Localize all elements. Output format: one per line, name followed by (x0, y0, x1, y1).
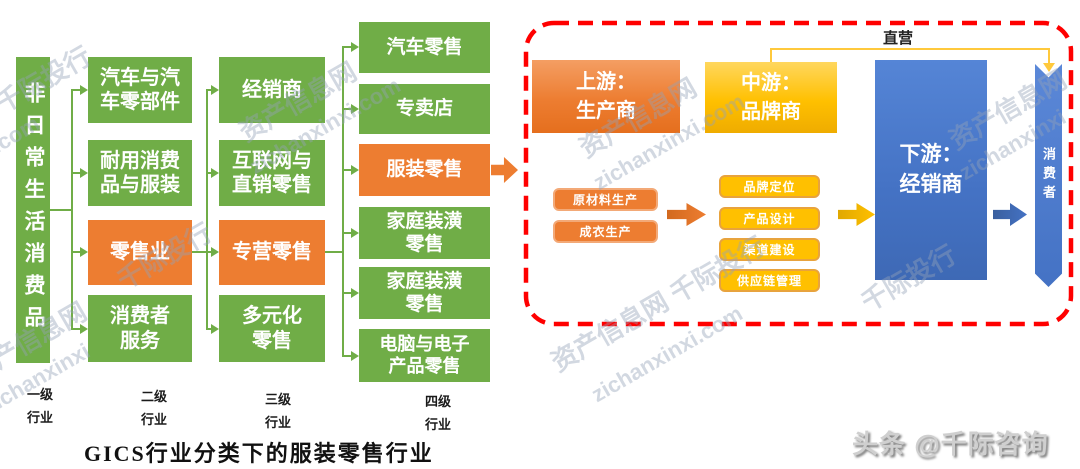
arrow-apparel-to-chain (491, 157, 518, 183)
direct-line-left-drop (770, 48, 772, 63)
pill-channel-building: 渠道建设 (719, 238, 820, 261)
connector-l3-stub (325, 251, 343, 253)
bar-consumers: 消费者 (1035, 64, 1062, 287)
connector-l2-b2 (206, 172, 212, 174)
connector-l1-b3 (71, 251, 80, 253)
connector-l3-b1 (342, 46, 351, 48)
box-specialty-retail: 专营零售 (219, 220, 325, 285)
connector-l2-b3 (206, 251, 212, 253)
pill-garment-production: 成衣生产 (553, 220, 658, 243)
pill-supply-chain-management: 供应链管理 (719, 269, 820, 292)
connector-l3-b5 (342, 292, 351, 294)
connector-l2-stub (192, 251, 207, 253)
direct-line-top (770, 48, 1050, 50)
box-retailing: 零售业 (88, 220, 192, 285)
connector-l1-b4 (71, 328, 80, 330)
box-diversified-retail: 多元化 零售 (219, 295, 325, 362)
label-level-3: 三级 行业 (264, 392, 291, 430)
connector-l1-b2 (71, 172, 80, 174)
box-auto-and-components: 汽车与汽 车零部件 (88, 57, 192, 123)
box-apparel-retail: 服装零售 (359, 144, 490, 196)
box-specialty-stores: 专卖店 (359, 84, 490, 134)
pill-brand-positioning: 品牌定位 (719, 175, 820, 198)
connector-l3-trunk (342, 47, 344, 356)
pill-product-design: 产品设计 (719, 207, 820, 230)
pill-raw-material-production: 原材料生产 (553, 188, 658, 211)
direct-sales-label: 直营 (883, 30, 914, 47)
box-computer-electronics-retail: 电脑与电子 产品零售 (359, 329, 490, 382)
box-durables-and-apparel: 耐用消费 品与服装 (88, 140, 192, 206)
connector-l2-b4 (206, 328, 212, 330)
label-level-4: 四级 行业 (424, 394, 451, 432)
direct-arrowhead-icon (1043, 63, 1055, 72)
dashed-boundary (523, 20, 1074, 327)
box-auto-retail: 汽车零售 (359, 22, 490, 73)
connector-l1-trunk (71, 89, 73, 330)
diagram-caption: GICS行业分类下的服装零售行业 (84, 441, 434, 466)
box-distributors: 经销商 (219, 57, 325, 123)
box-home-improvement-retail-2: 家庭装潢 零售 (359, 267, 490, 319)
connector-l3-b2 (342, 108, 351, 110)
box-upstream-producers: 上游： 生产商 (532, 60, 680, 133)
connector-l1-b1 (71, 89, 80, 91)
box-consumer-services: 消费者 服务 (88, 295, 192, 362)
box-midstream-brands: 中游： 品牌商 (705, 62, 837, 133)
connector-l3-b4 (342, 232, 351, 234)
connector-l3-b3 (342, 169, 351, 171)
connector-l3-b6 (342, 355, 351, 357)
direct-line-right-drop (1048, 48, 1050, 64)
box-home-improvement-retail-1: 家庭装潢 零售 (359, 207, 490, 259)
toutiao-watermark: 头条 @千际咨询 (852, 429, 1049, 459)
label-level-1: 一级 行业 (26, 387, 53, 425)
connector-l1-stub (50, 209, 72, 211)
connector-l2-b1 (206, 89, 212, 91)
box-downstream-distributors: 下游： 经销商 (875, 60, 987, 280)
box-consumer-discretionary: 非日常生活消费品 (16, 57, 50, 363)
connector-l2-trunk (206, 89, 208, 330)
label-level-2: 二级 行业 (140, 389, 167, 427)
box-internet-direct-retail: 互联网与 直销零售 (219, 140, 325, 206)
